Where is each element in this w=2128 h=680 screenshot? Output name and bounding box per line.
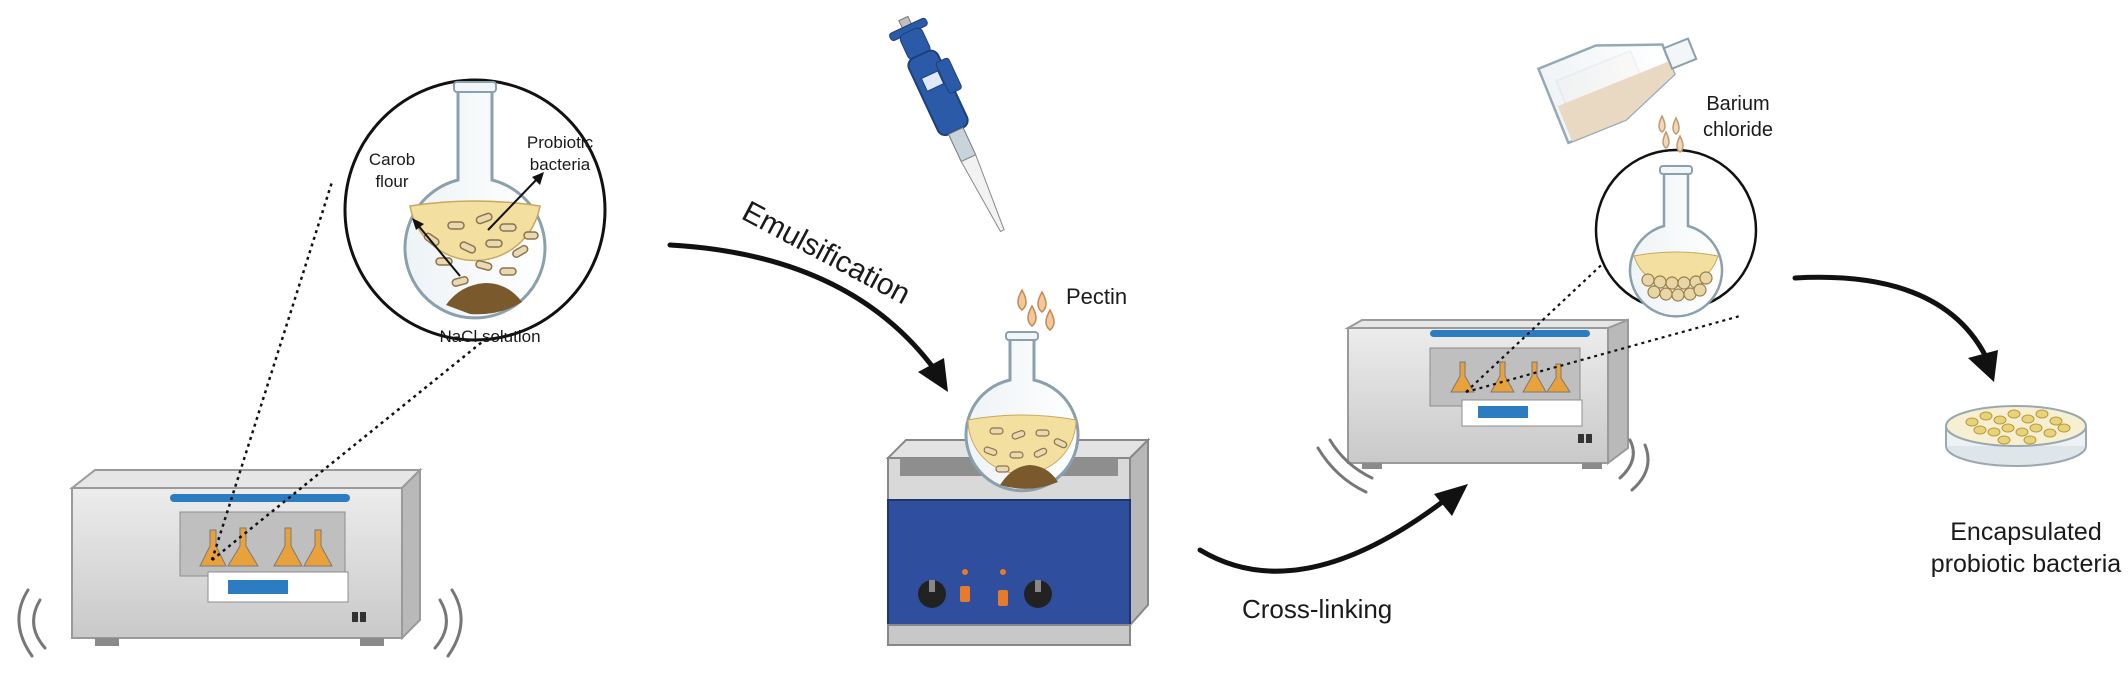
round-bottom-flask-2 (964, 331, 1080, 493)
pectin-drops (1017, 288, 1055, 331)
incubator-flasks-1 (199, 527, 333, 567)
pectin-label: Pectin (1066, 284, 1127, 309)
barium-label-1: Barium (1706, 93, 1769, 115)
incubator-shaker-2 (1316, 318, 1650, 494)
beads-2 (1641, 271, 1713, 302)
erlenmeyer-flask-icon (1536, 37, 1698, 145)
petri-dish-icon (1945, 405, 2087, 467)
emulsification-label: Emulsification (737, 195, 916, 311)
probiotic-label-1: Probiotic (527, 133, 594, 152)
nacl-label: NaCl solution (439, 327, 540, 346)
magnified-view-2 (1594, 148, 1758, 318)
result-label-1: Encapsulated (1950, 518, 2102, 546)
encapsulated-beads (1965, 409, 2071, 445)
emulsification-arrow (667, 242, 948, 392)
cross-linking-arrow (1197, 484, 1468, 574)
carob-label-1: Carob (369, 150, 415, 169)
probiotic-label-2: bacteria (530, 155, 591, 174)
carob-pointer (416, 223, 461, 277)
bacteria-cells-1 (423, 212, 539, 287)
result-arrow (1792, 274, 1998, 382)
pipette-icon (889, 15, 1005, 233)
carob-label-2: flour (375, 172, 408, 191)
bath-controls (918, 569, 1052, 608)
barium-label-2: chloride (1703, 119, 1773, 141)
cross-linking-label: Cross-linking (1242, 594, 1392, 624)
round-bottom-flask-1 (403, 81, 547, 320)
result-label-2: probiotic bacteria (1931, 550, 2121, 578)
probiotic-pointer (487, 177, 539, 231)
barium-drops (1658, 114, 1684, 153)
zoom-lines-2 (1465, 239, 1741, 394)
magnified-view-1: Carob flour Probiotic bacteria NaCl solu… (343, 78, 607, 346)
vibration-lines-1 (17, 588, 463, 658)
incubator-shaker-1 (17, 467, 463, 658)
